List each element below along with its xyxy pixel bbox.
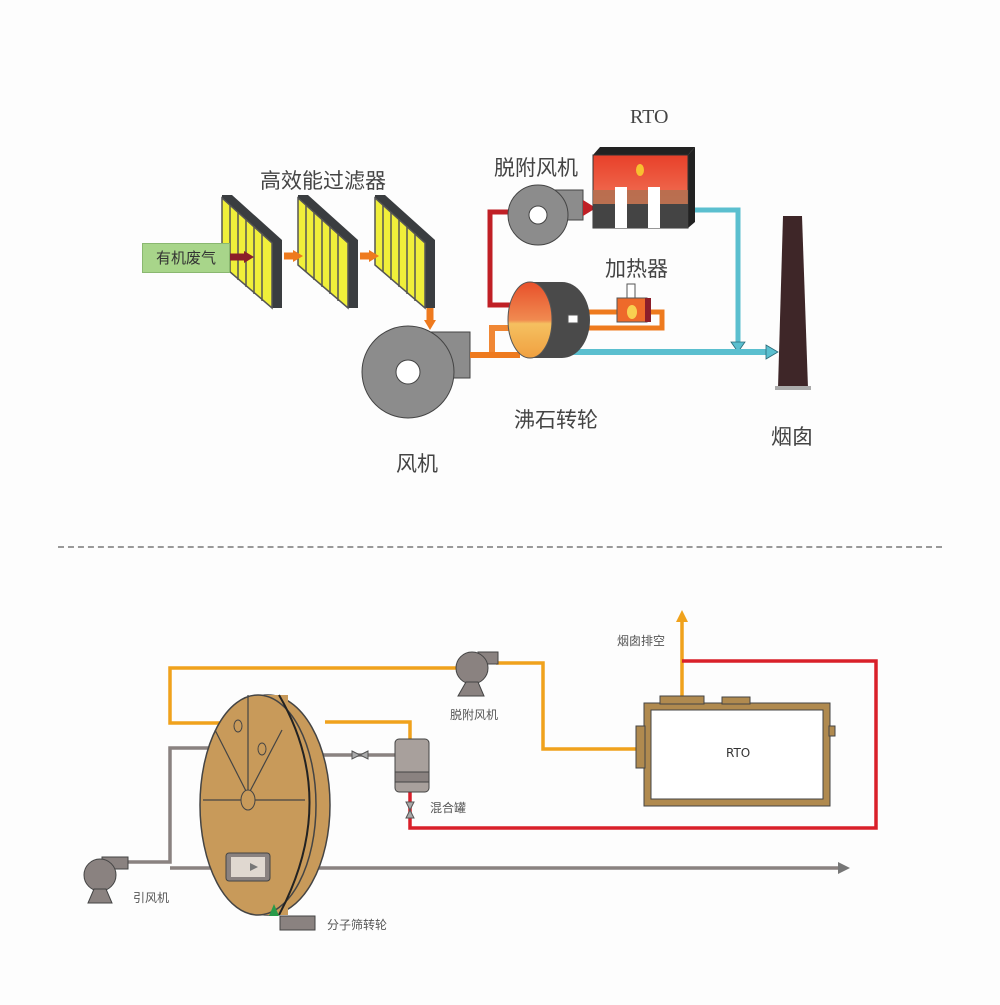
chimney bbox=[775, 216, 811, 390]
mixing-tank bbox=[394, 738, 430, 793]
filter-2 bbox=[297, 195, 358, 310]
filter-1 bbox=[221, 195, 282, 310]
molecular-sieve-wheel-label: 分子筛转轮 bbox=[327, 918, 388, 932]
section-divider bbox=[58, 546, 942, 548]
chimney-label: 烟囱 bbox=[771, 425, 813, 449]
fan-label: 风机 bbox=[396, 452, 438, 476]
desorption-fan-bottom bbox=[455, 651, 499, 697]
rto-bottom bbox=[635, 695, 836, 807]
filter-3 bbox=[374, 195, 435, 310]
rto-bottom-label: RTO bbox=[726, 746, 751, 760]
rto-unit bbox=[592, 147, 695, 229]
desorption-fan bbox=[507, 184, 584, 246]
main-fan bbox=[361, 325, 471, 419]
heater bbox=[616, 283, 651, 323]
organic-gas-label: 有机废气 bbox=[142, 243, 230, 273]
zeolite-wheel bbox=[507, 281, 590, 359]
chimney-exhaust-label: 烟囱排空 bbox=[617, 634, 666, 648]
induced-fan-label: 引风机 bbox=[133, 891, 170, 905]
induced-fan bbox=[83, 856, 129, 904]
desorption-fan-bottom-label: 脱附风机 bbox=[450, 708, 499, 722]
rto-label: RTO bbox=[630, 106, 669, 128]
wheel-motor bbox=[279, 915, 316, 931]
filters-label: 高效能过滤器 bbox=[260, 169, 386, 193]
mixing-tank-label: 混合罐 bbox=[430, 801, 467, 815]
heater-label: 加热器 bbox=[605, 257, 668, 281]
desorption-fan-label: 脱附风机 bbox=[494, 156, 578, 180]
zeolite-wheel-label: 沸石转轮 bbox=[514, 408, 598, 432]
molecular-sieve-wheel bbox=[199, 694, 331, 916]
